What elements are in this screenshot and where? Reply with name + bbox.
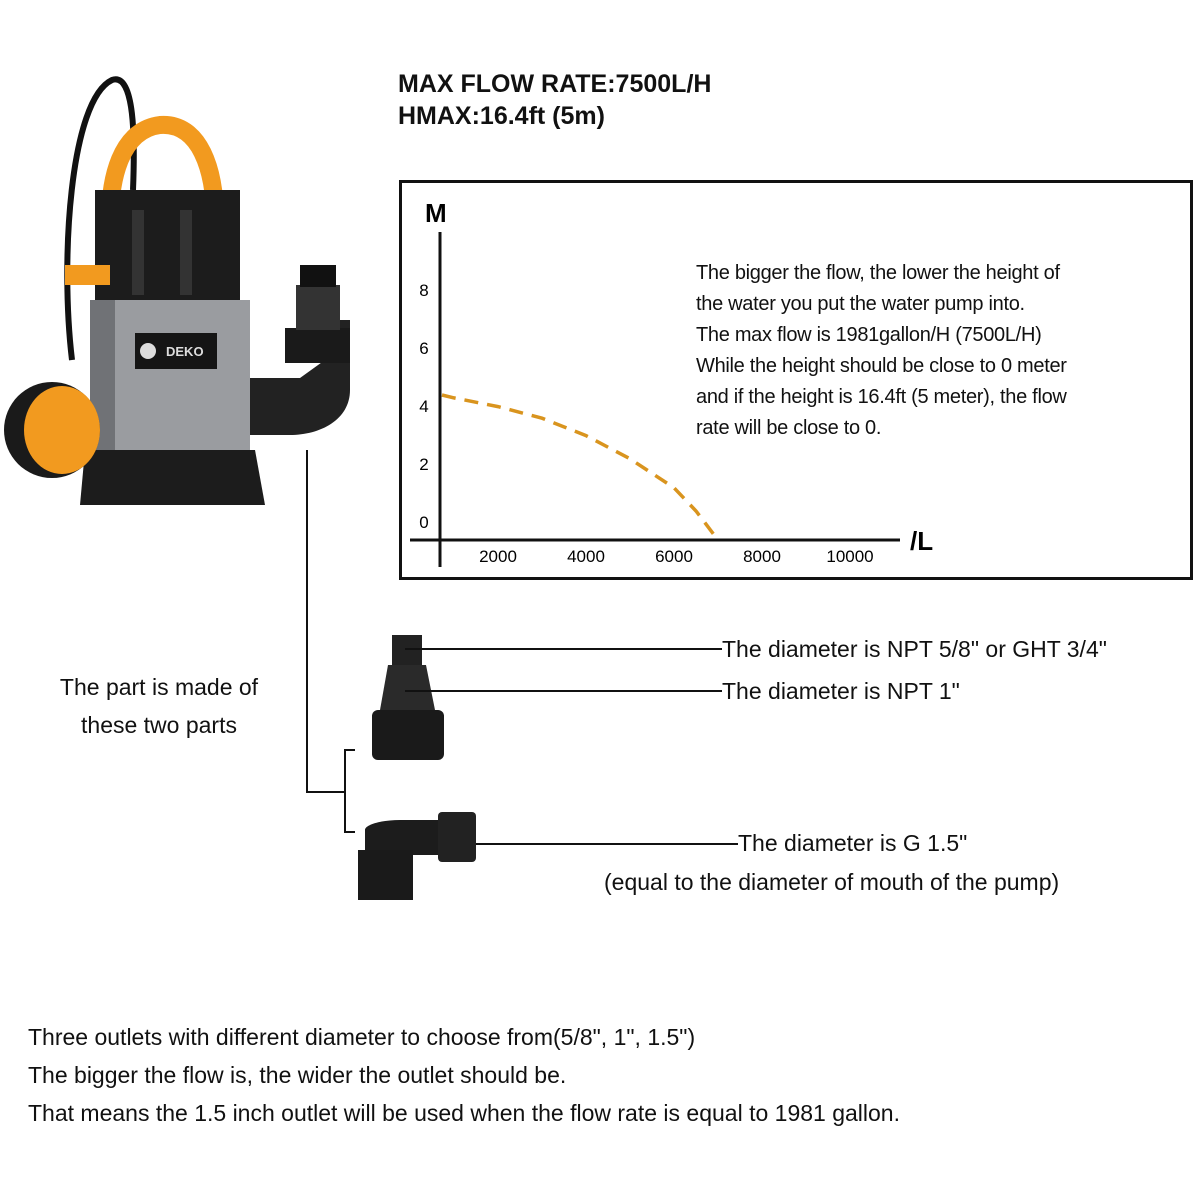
note-line: While the height should be close to 0 me… (696, 355, 1067, 377)
max-flow-rate: MAX FLOW RATE:7500L/H (398, 70, 712, 98)
connector-line (306, 450, 345, 793)
deko-logo-mark (140, 343, 156, 359)
note-line: The bigger the flow, the lower the heigh… (696, 262, 1060, 284)
parts-label: The part is made of these two parts (0, 668, 318, 744)
y-axis-label: M (425, 198, 447, 228)
hmax: HMAX:16.4ft (5m) (398, 102, 605, 130)
parts-label-line: these two parts (81, 712, 237, 738)
callout-elbow: The diameter is G 1.5" (738, 830, 968, 856)
cable-clip (65, 265, 110, 285)
flow-chart-frame (399, 180, 1193, 580)
callout-adapter-bottom: The diameter is NPT 1" (722, 678, 960, 704)
callout-adapter-top: The diameter is NPT 5/8" or GHT 3/4" (722, 636, 1107, 662)
hose-adapter-image (372, 635, 444, 760)
brand-label: DEKO (166, 344, 204, 359)
callout-elbow-note: (equal to the diameter of mouth of the p… (604, 869, 1060, 895)
footer-line: The bigger the flow is, the wider the ou… (28, 1062, 567, 1088)
y-tick-label: 8 (419, 281, 428, 300)
y-tick-label: 2 (419, 455, 428, 474)
flow-height-chart: M /L 2000 4000 6000 8000 10000 0 2 4 6 8 (410, 198, 933, 567)
x-tick-label: 2000 (479, 547, 517, 566)
parts-label-line: The part is made of (59, 674, 259, 700)
note-line: and if the height is 16.4ft (5 meter), t… (696, 386, 1067, 408)
y-tick-label: 4 (419, 397, 428, 416)
chart-note: The bigger the flow, the lower the heigh… (696, 258, 1067, 444)
y-tick-label: 6 (419, 339, 428, 358)
bracket (344, 749, 355, 833)
x-tick-label: 6000 (655, 547, 693, 566)
x-tick-label: 10000 (826, 547, 873, 566)
note-line: rate will be close to 0. (696, 417, 882, 439)
x-tick-label: 4000 (567, 547, 605, 566)
footer-line: That means the 1.5 inch outlet will be u… (28, 1100, 900, 1126)
note-line: the water you put the water pump into. (696, 293, 1025, 315)
footer-notes: Three outlets with different diameter to… (28, 1018, 900, 1132)
flow-curve (441, 393, 720, 542)
elbow-fitting-image (358, 812, 476, 900)
y-tick-label: 0 (419, 513, 428, 532)
x-axis-label: /L (910, 526, 933, 556)
note-line: The max flow is 1981gallon/H (7500L/H) (696, 324, 1042, 346)
spec-heading: MAX FLOW RATE:7500L/H HMAX:16.4ft (5m) (398, 68, 711, 132)
footer-line: Three outlets with different diameter to… (28, 1024, 696, 1050)
x-tick-label: 8000 (743, 547, 781, 566)
parts-diagram (306, 450, 738, 900)
pump-image: DEKO (4, 76, 350, 505)
